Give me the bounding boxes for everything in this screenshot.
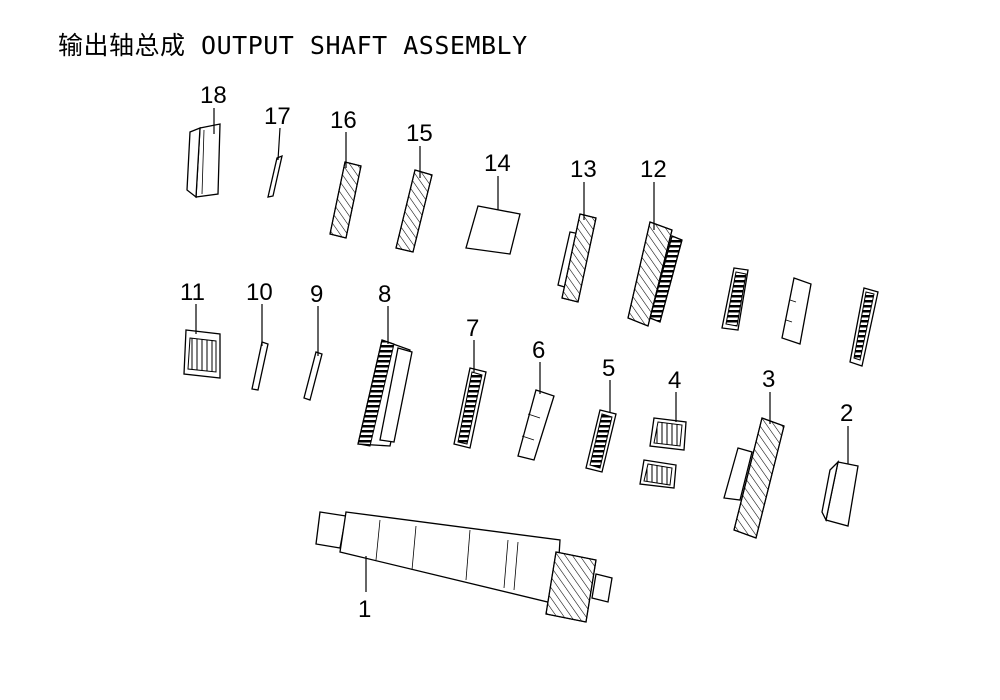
synchro-sleeve-upper [721, 267, 749, 331]
part-5-synchro-sleeve [585, 409, 617, 473]
diagram-title: 输出轴总成 OUTPUT SHAFT ASSEMBLY [58, 31, 528, 60]
part-10-washer [251, 341, 269, 391]
callout-15: 15 [406, 120, 433, 147]
part-2-bushing [821, 460, 859, 527]
part-8-spur-gear [357, 339, 413, 447]
synchro-hub-upper [849, 287, 879, 367]
callout-8: 8 [378, 281, 391, 308]
part-14-box [465, 205, 521, 255]
part-1-output-shaft [315, 511, 613, 623]
callout-17: 17 [264, 103, 291, 130]
callout-2: 2 [840, 400, 853, 427]
callout-13: 13 [570, 156, 597, 183]
callout-leader-lines [195, 108, 849, 592]
callout-5: 5 [602, 355, 615, 382]
callout-labels: 1 2 3 4 5 6 7 8 9 10 11 12 13 14 15 16 1… [180, 82, 853, 623]
callout-4: 4 [668, 367, 681, 394]
part-12-double-gear [627, 221, 683, 327]
part-3-helical-gear [723, 417, 785, 539]
part-18-bushing [186, 123, 221, 199]
callout-6: 6 [532, 337, 545, 364]
callout-12: 12 [640, 156, 667, 183]
callout-7: 7 [466, 315, 479, 342]
callout-18: 18 [200, 82, 227, 109]
callout-11: 11 [180, 279, 205, 306]
part-13-helical-gear [557, 213, 597, 303]
part-6-synchro-ring [517, 389, 555, 461]
callout-3: 3 [762, 366, 775, 393]
callout-9: 9 [310, 281, 323, 308]
callout-14: 14 [484, 150, 511, 177]
part-16-helical-gear [329, 161, 362, 239]
callout-16: 16 [330, 107, 357, 134]
callout-10: 10 [246, 279, 273, 306]
part-4-needle-bearing [639, 417, 687, 489]
callout-1: 1 [358, 596, 371, 623]
part-9-washer [303, 351, 323, 401]
part-11-needle-bearing [183, 329, 221, 379]
part-15-helical-gear [395, 169, 433, 253]
part-7-synchro-hub [453, 367, 487, 449]
synchro-ring-upper [781, 277, 812, 345]
part-17-thrust-washer [267, 154, 283, 198]
